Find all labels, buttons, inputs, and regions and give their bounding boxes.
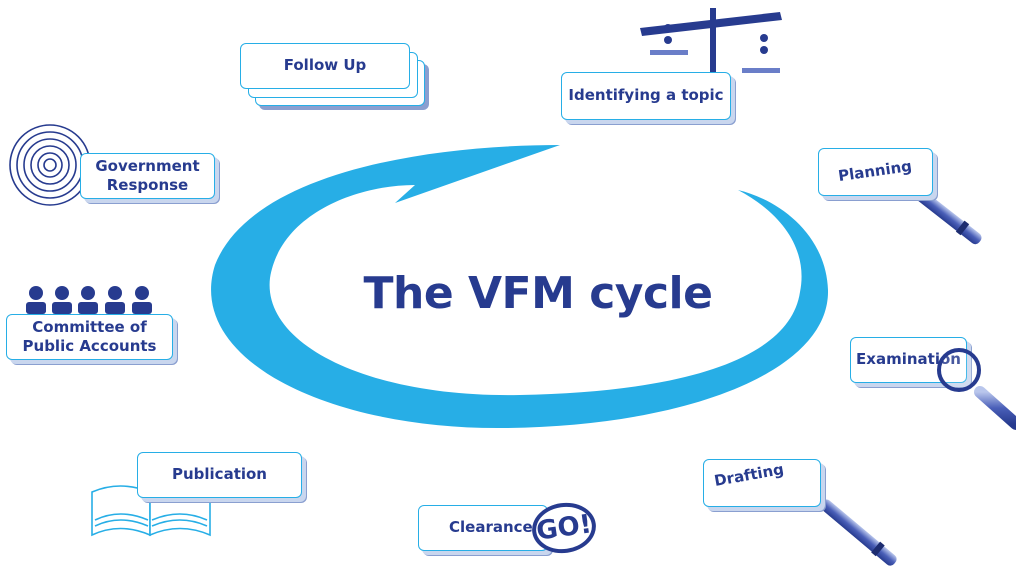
committee-line1: Committee of — [32, 317, 147, 336]
committee-box: Committee of Public Accounts — [6, 314, 173, 360]
follow-up-label: Follow Up — [283, 56, 367, 75]
diagram-title: The VFM cycle — [363, 267, 713, 319]
go-label: GO! — [534, 509, 594, 547]
government-response-box: Government Response — [80, 153, 215, 199]
scales-icon — [640, 8, 782, 93]
drafting-label: Drafting — [712, 460, 786, 491]
government-response-line1: Government — [95, 156, 200, 175]
clearance-label: Clearance — [449, 518, 533, 537]
clearance-box: Clearance — [418, 505, 548, 551]
publication-label: Publication — [171, 465, 267, 484]
committee-label: Committee of Public Accounts — [23, 318, 157, 357]
planning-box: Planning — [818, 148, 933, 196]
open-book-icon — [91, 485, 211, 537]
drafting-box: Drafting — [703, 459, 821, 507]
identifying-topic-label: Identifying a topic — [568, 86, 724, 105]
magnifier-icon — [974, 386, 1016, 430]
people-icon — [26, 286, 152, 314]
magnifier-lens-icon — [937, 348, 981, 392]
planning-label: Planning — [837, 157, 914, 186]
government-response-line2: Response — [106, 176, 189, 194]
examination-label: Examination — [856, 350, 961, 369]
committee-line2: Public Accounts — [22, 337, 157, 355]
identifying-topic-box: Identifying a topic — [561, 72, 731, 120]
government-response-label: Government Response — [95, 157, 199, 196]
publication-box: Publication — [137, 452, 302, 498]
follow-up-box: Follow Up — [240, 43, 410, 89]
target-rings-icon — [9, 124, 91, 206]
